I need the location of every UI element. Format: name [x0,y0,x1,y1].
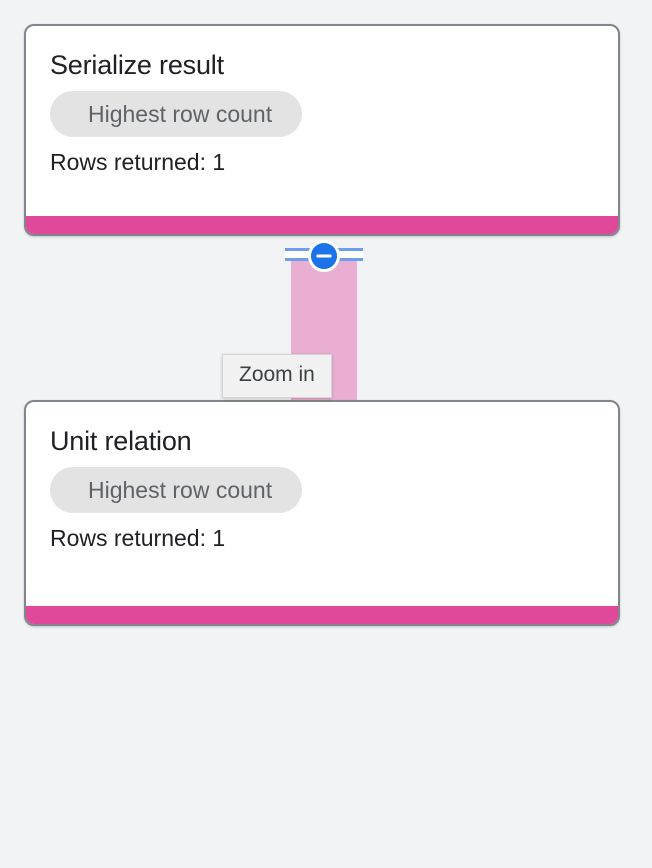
node-accent-bar [26,606,618,624]
node-content: Serialize result Highest row count Rows … [26,26,618,177]
node-accent-bar [26,216,618,234]
status-badge: Highest row count [50,467,303,513]
node-card-serialize-result[interactable]: Serialize result Highest row count Rows … [24,24,620,236]
node-rows-returned: Rows returned: 1 [50,149,226,175]
node-badge-wrap: Highest row count [50,91,594,137]
node-card-unit-relation[interactable]: Unit relation Highest row count Rows ret… [24,400,620,626]
tooltip-zoom-in: Zoom in [222,354,332,398]
node-content: Unit relation Highest row count Rows ret… [26,402,618,553]
node-title: Serialize result [50,50,224,80]
node-rows-returned: Rows returned: 1 [50,525,226,551]
minus-circle-icon[interactable] [308,240,340,272]
status-badge: Highest row count [50,91,303,137]
node-badge-wrap: Highest row count [50,467,594,513]
minus-glyph [316,254,332,258]
node-title: Unit relation [50,426,192,456]
